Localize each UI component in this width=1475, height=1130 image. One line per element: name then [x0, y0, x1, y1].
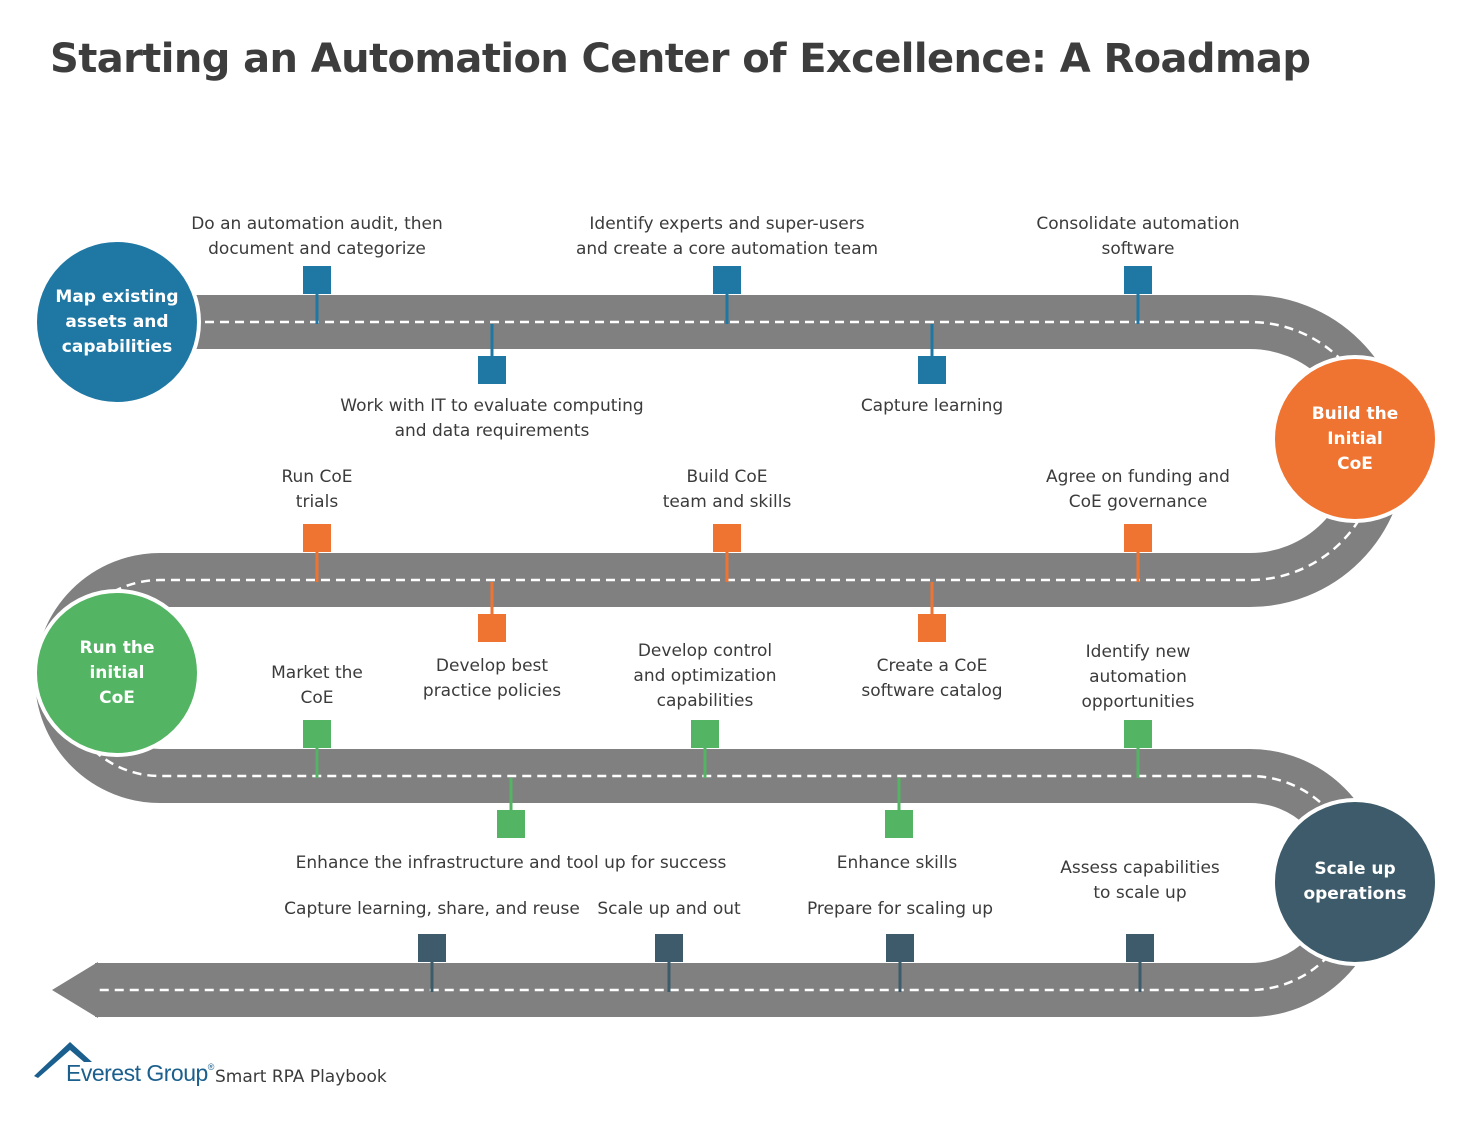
- milestone-label: Develop control and optimization capabilit…: [465, 639, 945, 714]
- milestone-label-line: Consolidate automation: [1036, 214, 1240, 234]
- phase-label-line: Build the: [1311, 403, 1399, 424]
- phase-label-line: Map existing: [55, 286, 179, 307]
- milestone-label-line: software: [1101, 239, 1175, 259]
- milestone-label-line: Scale up and out: [597, 899, 741, 919]
- milestone-marker: [918, 614, 946, 642]
- phase-label-line: assets and: [65, 311, 169, 332]
- milestone-label-line: Capture learning: [860, 396, 1004, 416]
- milestone-marker: [1124, 266, 1152, 294]
- milestone-label-line: Enhance skills: [836, 853, 958, 873]
- milestone-marker: [303, 266, 331, 294]
- milestone-label-line: and optimization: [633, 666, 777, 686]
- phase-label-line: CoE: [1337, 453, 1373, 474]
- milestone-label-line: CoE governance: [1068, 492, 1208, 512]
- milestone-label-line: software catalog: [861, 681, 1003, 701]
- milestone-marker: [886, 934, 914, 962]
- milestone-label-line: Work with IT to evaluate computing: [340, 396, 644, 416]
- milestone-label: Capture learning, share, and reuse: [192, 897, 672, 922]
- milestone-marker: [303, 524, 331, 552]
- milestone-label-line: document and categorize: [208, 239, 426, 259]
- milestone-label-line: Develop control: [637, 641, 773, 661]
- milestone-label-line: Capture learning, share, and reuse: [284, 899, 580, 919]
- phase-circle-scale: Scale up operations: [1271, 798, 1439, 966]
- phase-label-line: Run the: [79, 637, 155, 658]
- milestone-label-line: Create a CoE: [876, 656, 988, 676]
- footer-brand: Everest Group®: [66, 1060, 214, 1087]
- milestone-label: Assess capabilities to scale up: [900, 856, 1380, 906]
- milestone-label-line: to scale up: [1093, 883, 1187, 903]
- milestone-label-line: trials: [295, 492, 339, 512]
- milestone-marker: [918, 356, 946, 384]
- phase-label-line: capabilities: [61, 336, 173, 357]
- milestone-marker: [1124, 524, 1152, 552]
- milestone-label-line: Build CoE: [686, 467, 768, 487]
- milestone-marker: [691, 720, 719, 748]
- milestone-label-line: team and skills: [662, 492, 792, 512]
- everest-logo-icon: [34, 1042, 92, 1078]
- page-title: Starting an Automation Center of Excelle…: [50, 36, 1311, 82]
- milestone-marker: [713, 266, 741, 294]
- milestone-label-line: capabilities: [656, 691, 754, 711]
- milestone-label-line: Identify new: [1085, 642, 1191, 662]
- milestone-marker: [655, 934, 683, 962]
- milestone-label: Do an automation audit, then document and…: [77, 212, 557, 262]
- milestone-marker: [1126, 934, 1154, 962]
- milestone-label-line: Do an automation audit, then: [191, 214, 443, 234]
- milestone-marker: [418, 934, 446, 962]
- milestone-label: Run CoE trials: [77, 465, 557, 515]
- footer-subtitle: Smart RPA Playbook: [215, 1067, 387, 1087]
- milestone-label-line: Market the: [271, 663, 363, 683]
- milestone-label-line: Identify experts and super-users: [589, 214, 865, 234]
- milestone-label-line: automation: [1089, 667, 1187, 687]
- milestone-label-line: practice policies: [422, 681, 562, 701]
- phase-label-line: Scale up: [1314, 859, 1396, 879]
- milestone-label: Enhance skills: [657, 851, 1137, 876]
- milestone-marker: [1124, 720, 1152, 748]
- phase-label-line: Initial: [1327, 428, 1383, 449]
- milestone-label: Consolidate automation software: [898, 212, 1378, 262]
- milestone-marker: [885, 810, 913, 838]
- milestone-label: Enhance the infrastructure and tool up f…: [271, 851, 751, 876]
- milestone-label-line: Agree on funding and: [1046, 467, 1230, 487]
- milestone-markers: [303, 266, 1154, 992]
- milestone-label: Identify experts and super-users and crea…: [487, 212, 967, 262]
- milestone-label-line: CoE: [300, 688, 334, 708]
- milestone-label-line: Prepare for scaling up: [806, 899, 994, 919]
- milestone-label-line: and create a core automation team: [575, 239, 879, 259]
- milestone-label-line: Assess capabilities: [1060, 858, 1220, 878]
- milestone-marker: [713, 524, 741, 552]
- milestone-label-line: opportunities: [1081, 692, 1195, 712]
- milestone-label: Scale up and out: [429, 897, 909, 922]
- brand-name: Everest Group: [66, 1060, 208, 1086]
- milestone-label: Prepare for scaling up: [660, 897, 1140, 922]
- milestone-label: Capture learning: [692, 394, 1172, 419]
- milestone-label: Develop best practice policies: [252, 654, 732, 704]
- milestone-label: Identify new automation opportunities: [898, 640, 1378, 715]
- brand-reg-mark: ®: [207, 1062, 215, 1072]
- milestone-label-line: Develop best: [435, 656, 549, 676]
- milestone-label-line: and data requirements: [394, 421, 590, 441]
- phase-label-line: initial: [89, 662, 145, 683]
- milestone-label: Build CoE team and skills: [487, 465, 967, 515]
- road-end-arrow: [52, 962, 98, 1018]
- milestone-marker: [497, 810, 525, 838]
- milestone-marker: [478, 614, 506, 642]
- phase-label-line: CoE: [99, 687, 135, 708]
- phase-circle-map: Map existing assets and capabilities: [33, 238, 201, 406]
- milestone-label: Work with IT to evaluate computing and da…: [252, 394, 732, 444]
- milestone-label: Create a CoE software catalog: [692, 654, 1172, 704]
- milestone-label-line: Enhance the infrastructure and tool up f…: [295, 853, 727, 873]
- phase-label-line: operations: [1303, 884, 1407, 904]
- milestone-marker: [478, 356, 506, 384]
- milestone-marker: [303, 720, 331, 748]
- milestone-label-line: Run CoE: [281, 467, 353, 487]
